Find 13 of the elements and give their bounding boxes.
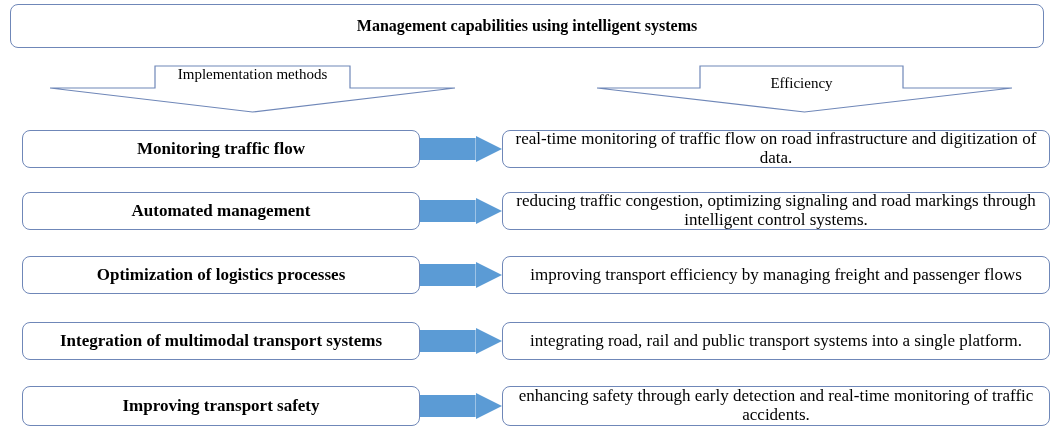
method-box: Automated management xyxy=(22,192,420,230)
result-box: reducing traffic congestion, optimizing signaling and road markings through intelligent control systems. xyxy=(502,192,1050,230)
result-box: real-time monitoring of traffic flow on road infrastructure and digitization of data. xyxy=(502,130,1050,168)
column-heading: Efficiency xyxy=(769,75,834,92)
column-heading: Implementation methods xyxy=(176,66,329,83)
title-box: Management capabilities using intelligent systems xyxy=(10,4,1044,48)
result-box: improving transport efficiency by managing freight and passenger flows xyxy=(502,256,1050,294)
method-box: Integration of multimodal transport systems xyxy=(22,322,420,360)
method-box: Optimization of logistics processes xyxy=(22,256,420,294)
method-box: Monitoring traffic flow xyxy=(22,130,420,168)
method-box: Improving transport safety xyxy=(22,386,420,426)
result-box: enhancing safety through early detection and real-time monitoring of traffic accidents. xyxy=(502,386,1050,426)
result-box: integrating road, rail and public transport systems into a single platform. xyxy=(502,322,1050,360)
